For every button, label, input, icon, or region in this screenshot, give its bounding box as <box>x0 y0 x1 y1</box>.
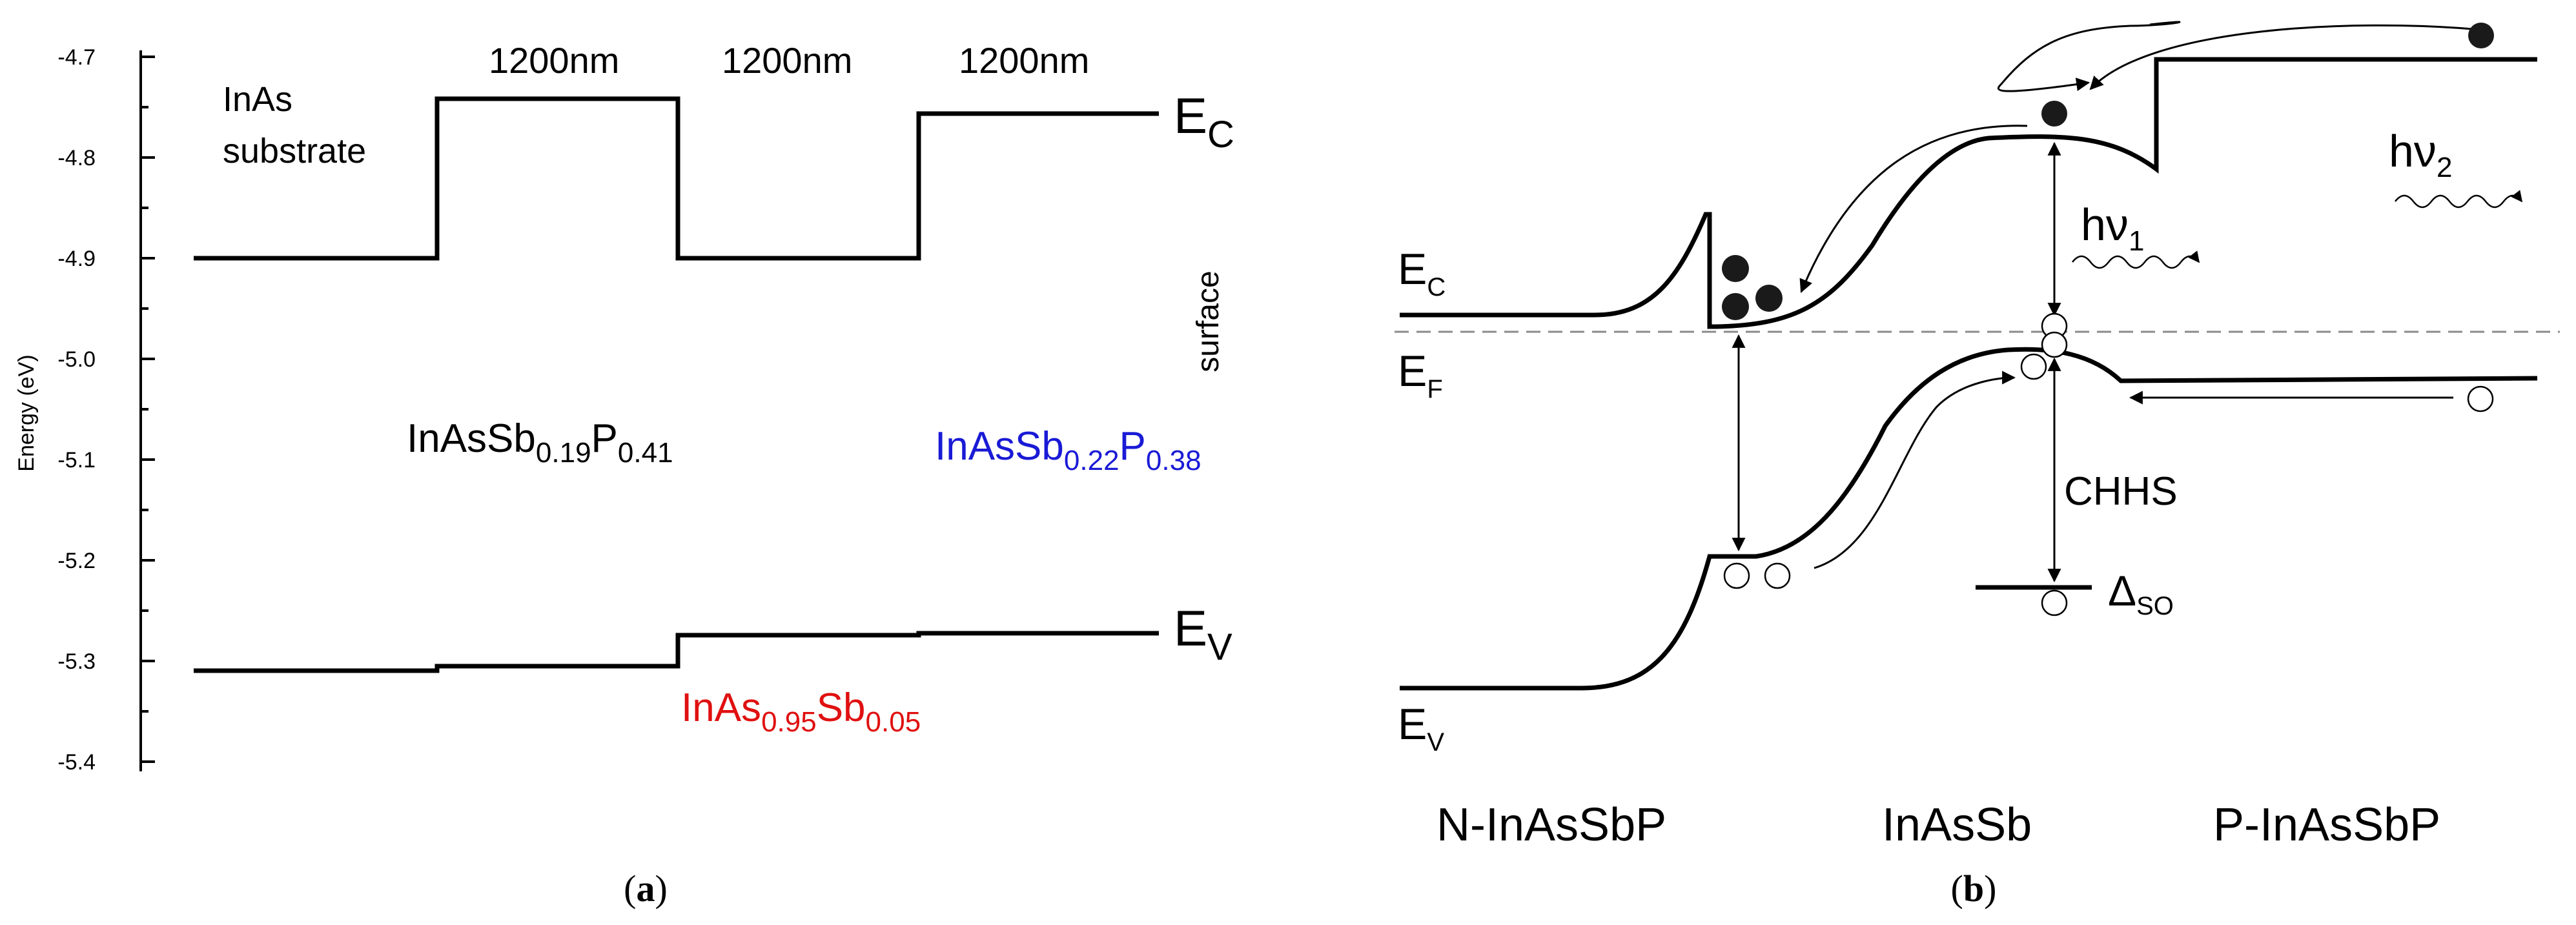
y-tick-label: -4.7 <box>57 45 96 70</box>
electron-injection-arrow <box>1997 21 2181 92</box>
hv1-label: hν1 <box>2081 199 2144 257</box>
barrier-composition-2: InAsSb0.22P0.38 <box>935 424 1201 476</box>
y-axis-label: Energy (eV) <box>14 354 39 471</box>
valence-band-edge <box>194 631 1159 673</box>
electron-relax-arrow-top <box>2089 24 2473 90</box>
substrate-label-line1: InAs <box>223 80 292 119</box>
ev-label: EV <box>1174 600 1232 668</box>
hole-arrow-n <box>1814 371 2016 569</box>
hole-circle <box>2041 331 2068 358</box>
region-label: N-InAsSbP <box>1436 799 1666 851</box>
substrate-label-line2: substrate <box>223 132 366 170</box>
electron-relax-arrow <box>1799 125 2028 293</box>
ec-label: EC <box>1174 87 1234 156</box>
panel-a-caption: (a) <box>624 868 668 910</box>
well-composition: InAs0.95Sb0.05 <box>681 686 921 738</box>
surface-label: surface <box>1191 270 1225 372</box>
ev-label-b: EV <box>1398 700 1444 757</box>
ec-label-b: EC <box>1398 245 1446 301</box>
hole-circle <box>2041 589 2068 616</box>
y-tick-label: -5.1 <box>57 448 96 473</box>
electron-dot <box>1722 255 1749 282</box>
hole-circle <box>1764 562 1791 589</box>
y-axis-ticks <box>141 56 155 763</box>
hole-circle <box>2020 353 2047 380</box>
layer-width-label: 1200nm <box>959 40 1089 81</box>
region-label: InAsSb <box>1882 799 2032 851</box>
delta-so-label: ΔSO <box>2108 567 2174 620</box>
ef-label: EF <box>1398 347 1443 403</box>
layer-width-label: 1200nm <box>722 40 852 81</box>
hv2-label: hν2 <box>2389 126 2452 183</box>
electron-dot <box>2041 101 2067 127</box>
electron-dot <box>1722 293 1749 320</box>
electron-dot <box>1755 285 1783 312</box>
hole-circle <box>2467 385 2494 412</box>
y-tick-label: -5.2 <box>57 549 96 573</box>
y-tick-label: -4.8 <box>57 146 96 170</box>
region-label: P-InAsSbP <box>2213 799 2440 851</box>
conduction-band-edge <box>194 96 1159 261</box>
layer-width-label: 1200nm <box>489 40 619 81</box>
hv2-photon-wave <box>2395 190 2523 208</box>
y-tick-label: -5.0 <box>57 347 96 372</box>
conduction-band-curve <box>1400 57 2537 329</box>
y-tick-label: -5.3 <box>57 649 96 674</box>
hv1-photon-wave <box>2072 250 2200 269</box>
barrier-composition-1: InAsSb0.19P0.41 <box>407 416 673 469</box>
panel-b: EC EF EV hν1 hν2 CHHS ΔSO N-InAsSbP InAs… <box>1395 21 2560 910</box>
panel-a: -4.7 -4.8 -4.9 -5.0 -5.1 -5.2 -5.3 -5.4 … <box>14 40 1234 910</box>
panel-b-caption: (b) <box>1951 868 1997 910</box>
y-tick-label: -4.9 <box>57 247 96 271</box>
electron-dot <box>2468 23 2494 48</box>
hole-circle <box>1723 562 1750 589</box>
y-tick-label: -5.4 <box>57 750 96 775</box>
chhs-label: CHHS <box>2064 469 2178 514</box>
valence-band-curve <box>1400 347 2538 691</box>
y-tick-labels: -4.7 -4.8 -4.9 -5.0 -5.1 -5.2 -5.3 -5.4 <box>57 45 96 775</box>
